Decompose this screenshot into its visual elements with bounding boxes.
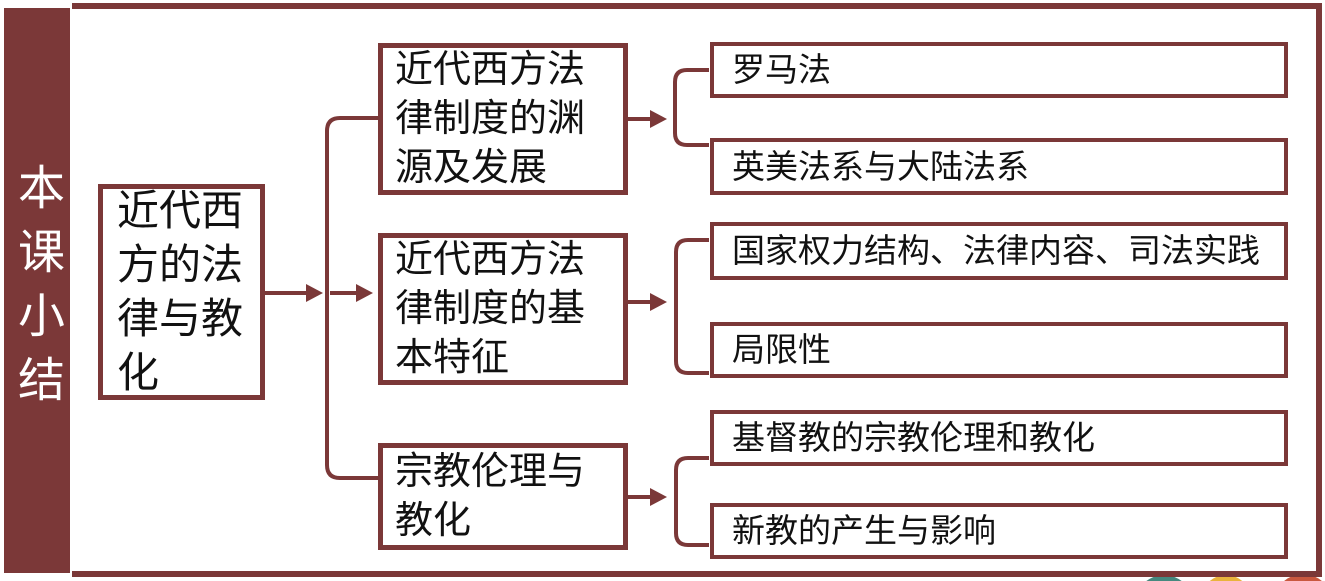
- leaf-box-legal-systems: 英美法系与大陆法系: [710, 138, 1288, 195]
- trunk-bracket: [325, 116, 378, 480]
- branch-box-legal-origins: 近代西方法律制度的渊源及发展: [378, 43, 628, 195]
- root-topic-box: 近代西方的法律与教化: [98, 184, 265, 400]
- bottom-deco-circle-teal: [1135, 575, 1193, 581]
- leaf-label: 英美法系与大陆法系: [732, 147, 1029, 185]
- leaf-label: 罗马法: [732, 51, 831, 88]
- branch-label: 近代西方法律制度的基本特征: [395, 238, 586, 379]
- lesson-summary-banner: 本课小结: [4, 8, 70, 573]
- branch-label: 宗教伦理与教化: [395, 450, 586, 542]
- leaf-label: 局限性: [732, 331, 831, 368]
- branch1-arrowhead-icon: [650, 110, 667, 128]
- root-arrowhead-icon: [306, 284, 323, 302]
- branch1-bracket: [673, 68, 709, 147]
- branch3-bracket: [674, 456, 709, 547]
- branch2-arrowhead-icon: [650, 293, 667, 311]
- slide-title-vertical: 本课小结: [11, 162, 64, 419]
- leaf-box-roman-law: 罗马法: [710, 42, 1288, 98]
- branch3-arrowhead-icon: [650, 488, 667, 506]
- leaf-box-power-structure: 国家权力结构、法律内容、司法实践: [710, 222, 1288, 280]
- branch-box-religious-ethics: 宗教伦理与教化: [378, 443, 628, 550]
- leaf-box-limitations: 局限性: [710, 322, 1288, 378]
- trunk-arrowhead-icon: [356, 284, 373, 302]
- leaf-box-christian-ethics: 基督教的宗教伦理和教化: [710, 410, 1288, 466]
- leaf-label: 基督教的宗教伦理和教化: [732, 419, 1095, 456]
- leaf-label: 国家权力结构、法律内容、司法实践: [732, 232, 1260, 269]
- bottom-deco-circle-yellow: [1201, 575, 1251, 581]
- bottom-deco-circle-orange: [1274, 574, 1325, 581]
- branch-box-legal-features: 近代西方法律制度的基本特征: [378, 233, 628, 385]
- leaf-box-protestantism: 新教的产生与影响: [710, 503, 1288, 559]
- leaf-label: 新教的产生与影响: [732, 512, 996, 549]
- branch2-bracket: [674, 238, 709, 375]
- branch-label: 近代西方法律制度的渊源及发展: [395, 48, 586, 189]
- root-topic-label: 近代西方的法律与教化: [117, 187, 244, 396]
